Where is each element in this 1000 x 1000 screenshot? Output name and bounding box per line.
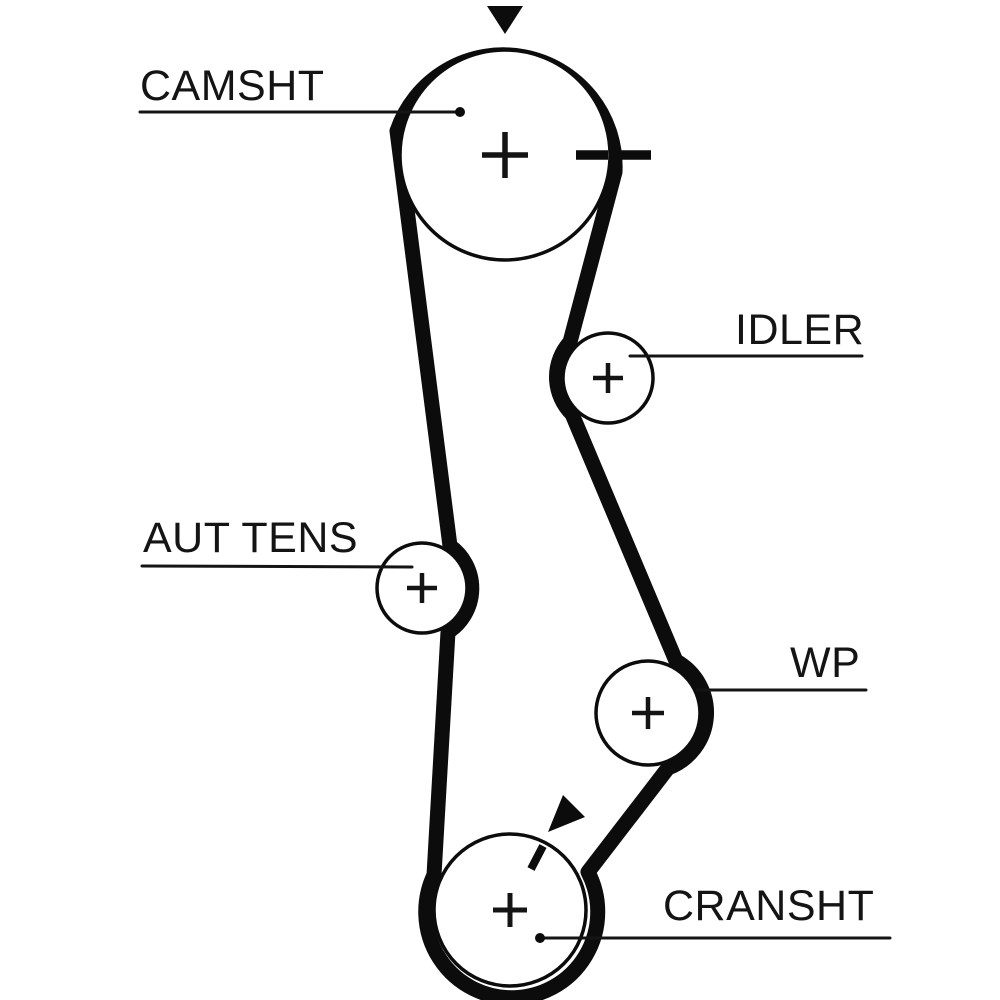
crankshaft-center-cross-icon <box>493 893 527 927</box>
camshaft-center-cross-icon <box>482 132 528 178</box>
tensioner-leader-line <box>140 564 414 569</box>
camshaft-leader-line <box>138 107 465 117</box>
water-pump-center-cross-icon <box>632 697 664 729</box>
water-pump-label: WP <box>790 639 860 687</box>
idler-label: IDLER <box>735 306 864 354</box>
camshaft-timing-arrow-icon <box>487 6 523 34</box>
crankshaft-timing-arrow-icon <box>548 795 585 832</box>
tensioner-center-cross-icon <box>407 573 437 603</box>
crankshaft-label: CRANSHT <box>663 882 874 930</box>
crankshaft-leader-line <box>535 933 892 943</box>
camshaft-label: CAMSHT <box>140 62 325 110</box>
idler-center-cross-icon <box>593 363 623 393</box>
crankshaft-alignment-dash-icon <box>527 844 547 871</box>
tensioner-label: AUT TENS <box>143 514 358 562</box>
